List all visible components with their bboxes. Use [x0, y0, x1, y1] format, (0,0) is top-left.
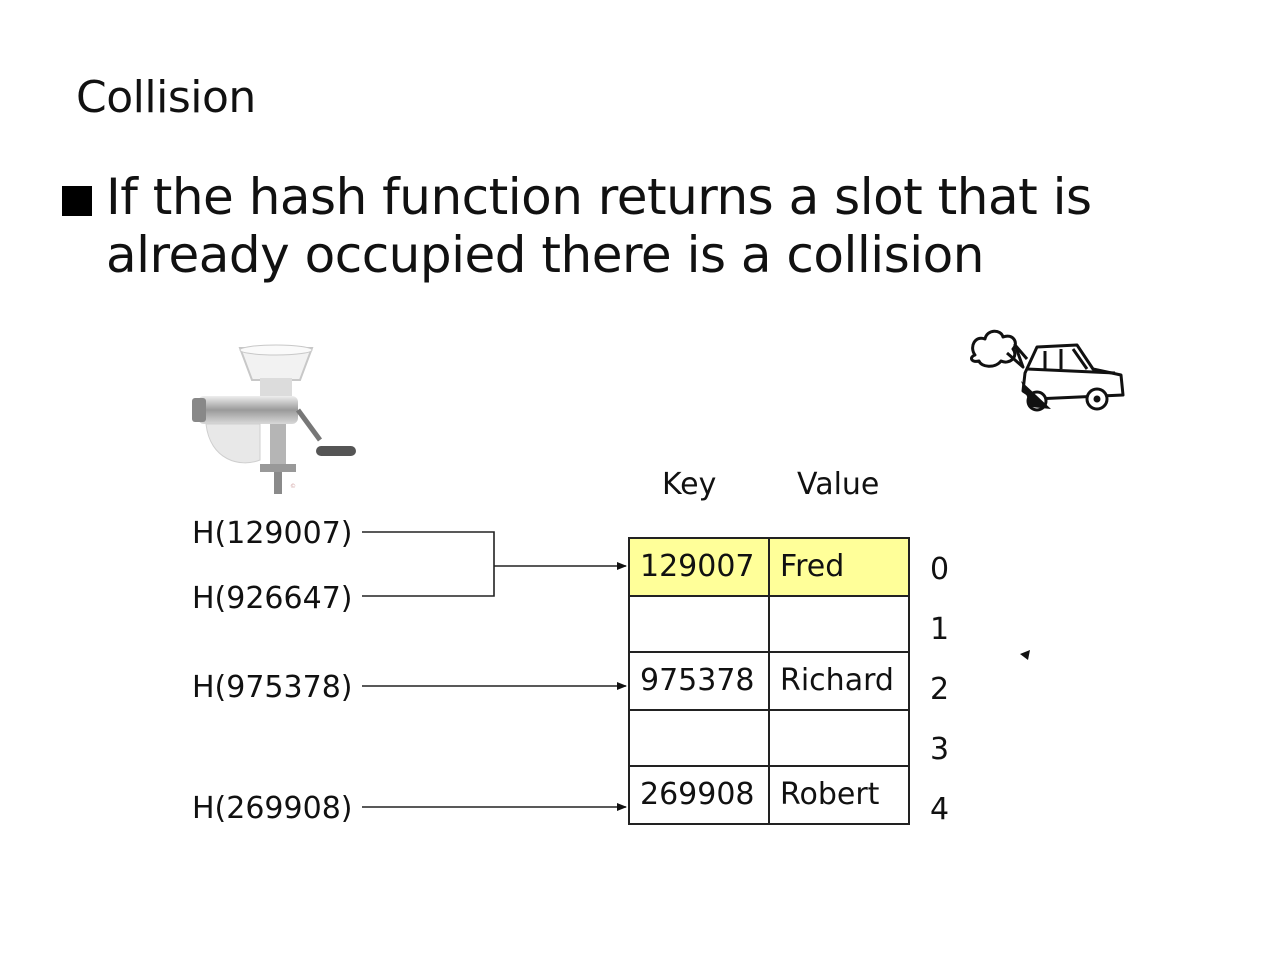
- hash-table: 129007 Fred 975378 Richard 269908 Robert: [628, 537, 910, 825]
- value-cell: [768, 709, 910, 767]
- value-cell: Robert: [768, 765, 910, 825]
- table-row: 269908 Robert: [628, 765, 910, 825]
- hash-input-label: H(975378): [192, 670, 353, 705]
- table-row: 129007 Fred: [628, 537, 910, 597]
- key-cell: [628, 709, 770, 767]
- value-cell: [768, 595, 910, 653]
- slot-index: 1: [930, 612, 950, 647]
- slide-title: Collision: [76, 72, 256, 123]
- value-column-header: Value: [797, 467, 880, 502]
- meat-grinder-icon: ©: [190, 340, 365, 504]
- key-cell: [628, 595, 770, 653]
- bullet-marker: [62, 186, 92, 216]
- hash-input-label: H(926647): [192, 581, 353, 616]
- bullet-text: If the hash function returns a slot that…: [106, 168, 1092, 284]
- car-crash-icon: [965, 325, 1130, 424]
- key-cell: 975378: [628, 651, 770, 711]
- hash-input-label: H(129007): [192, 516, 353, 551]
- value-cell: Fred: [768, 537, 910, 597]
- cursor-icon: [1020, 650, 1030, 660]
- key-column-header: Key: [662, 467, 717, 502]
- svg-text:©: ©: [290, 483, 296, 490]
- slot-index: 4: [930, 792, 950, 827]
- value-cell: Richard: [768, 651, 910, 711]
- slot-index: 0: [930, 552, 950, 587]
- table-row: [628, 595, 910, 653]
- table-row: 975378 Richard: [628, 651, 910, 711]
- hash-input-label: H(269908): [192, 791, 353, 826]
- collision-bracket: [362, 531, 495, 597]
- slot-index: 3: [930, 732, 950, 767]
- key-cell: 129007: [628, 537, 770, 597]
- table-row: [628, 709, 910, 767]
- slot-index: 2: [930, 672, 950, 707]
- key-cell: 269908: [628, 765, 770, 825]
